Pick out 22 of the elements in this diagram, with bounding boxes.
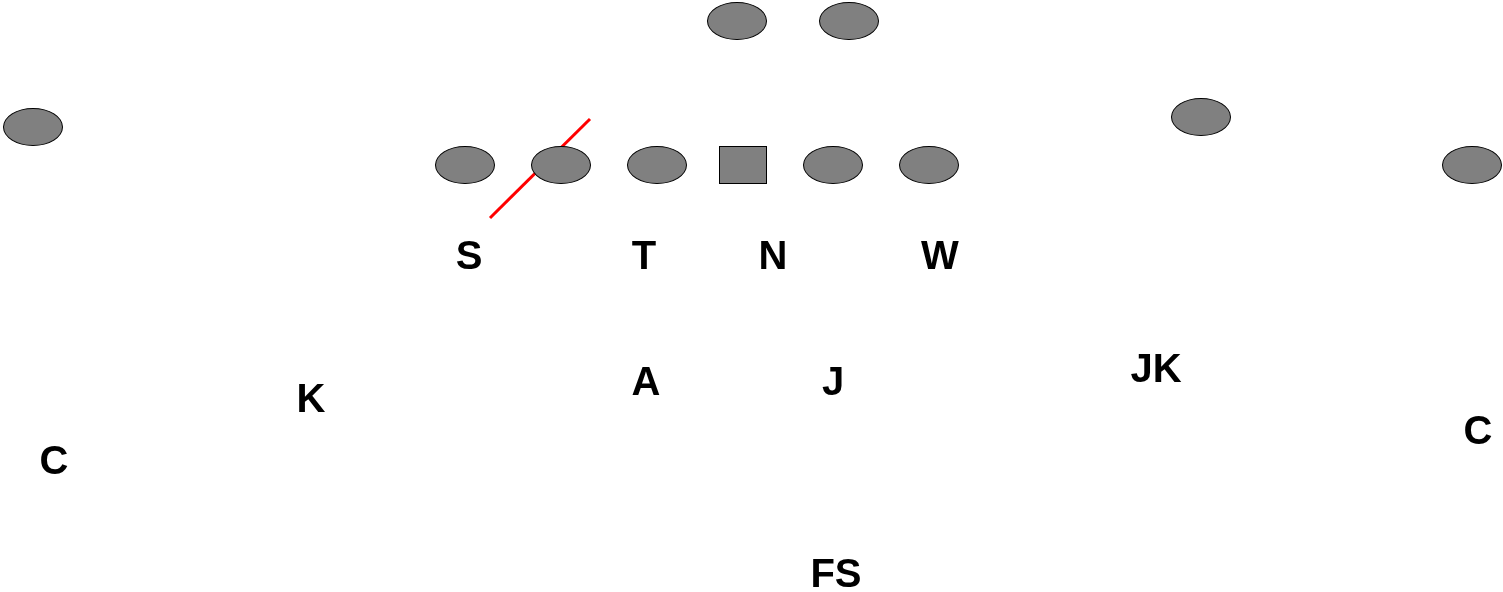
position-letter: J: [821, 361, 845, 401]
player-ellipse: [1442, 146, 1502, 184]
position-letter: A: [631, 361, 661, 401]
player-ellipse: [1171, 98, 1231, 136]
player-ellipse: [899, 146, 959, 184]
position-letter: JK: [1130, 348, 1182, 388]
player-ellipse: [3, 108, 63, 146]
player-ellipse: [531, 146, 591, 184]
player-ellipse: [707, 2, 767, 40]
player-ellipse: [819, 2, 879, 40]
player-ellipse: [803, 146, 863, 184]
position-letter: FS: [810, 553, 862, 592]
position-letter: T: [631, 235, 657, 275]
center-square: [719, 146, 767, 184]
player-ellipse: [435, 146, 495, 184]
position-letter: S: [455, 235, 483, 275]
position-letter: C: [39, 440, 69, 480]
position-letter: N: [758, 235, 788, 275]
position-letter: W: [921, 235, 959, 275]
position-letter: K: [296, 378, 326, 418]
position-letter: C: [1463, 410, 1493, 450]
player-ellipse: [627, 146, 687, 184]
